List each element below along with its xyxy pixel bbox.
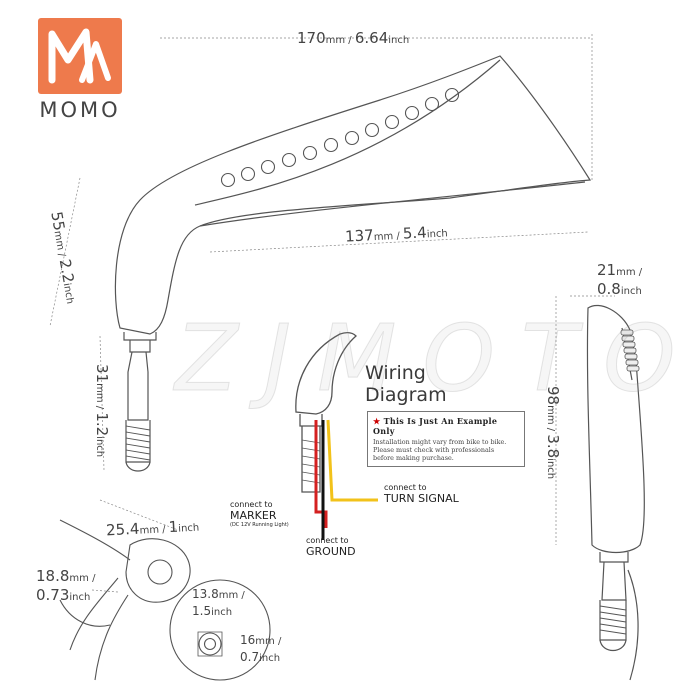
label-ground: connect to GROUND	[306, 536, 356, 558]
dim-mount-dia: 18.8mm / 0.73inch	[36, 567, 96, 604]
led-dot	[240, 166, 256, 182]
wire-marker	[314, 420, 328, 528]
label-turn-signal: connect to TURN SIGNAL	[384, 483, 459, 505]
stem-shaft	[127, 351, 149, 421]
led-dot	[444, 87, 460, 103]
led-dot	[281, 152, 297, 168]
dim-side-height: 98mm / 3.8inch	[544, 386, 562, 480]
led-dot	[424, 96, 440, 112]
star-icon: ★	[373, 416, 381, 426]
note-body: Installation might vary from bike to bik…	[373, 438, 507, 463]
clamp-ring	[125, 538, 191, 603]
stem-nut	[123, 332, 157, 341]
mirror-body-outline	[114, 55, 592, 335]
dim-stem-length: 31mm / 1.2inch	[93, 364, 111, 458]
nut-inner	[203, 637, 217, 651]
stem-thread	[125, 420, 151, 463]
led-dot	[302, 145, 318, 161]
nut-outer	[198, 632, 222, 656]
clamp-arm	[69, 577, 119, 651]
nut-square	[197, 631, 223, 657]
watermark-text: ZJMOTO	[175, 305, 700, 413]
dimension-lines	[49, 34, 615, 593]
led-dot	[260, 159, 276, 175]
wiring-title: Wiring Diagram	[365, 362, 447, 406]
led-dot	[220, 172, 236, 188]
side-led-stack	[620, 329, 640, 372]
stem-neck	[129, 340, 151, 353]
led-row	[220, 87, 460, 188]
stylized-m-icon	[48, 28, 111, 84]
wire-turn-signal	[326, 419, 378, 502]
nut-detail-circle	[169, 579, 271, 681]
dim-length-total: 170mm / 6.64inch	[297, 29, 410, 47]
note-title: ★ This Is Just An Example Only	[373, 416, 498, 436]
dim-nut-inner: 13.8mm / 1.5inch	[192, 587, 245, 618]
clamp-strap	[59, 599, 111, 627]
side-thread	[599, 600, 627, 641]
led-dot	[404, 105, 420, 121]
wires	[314, 419, 378, 540]
led-dot	[323, 137, 339, 153]
installation-note: ★ This Is Just An Example Only Installat…	[367, 411, 525, 467]
brand-name: MOMO	[39, 98, 121, 122]
nut-detail	[169, 579, 271, 681]
mount-clamp-view	[59, 519, 191, 681]
dim-nut-outer: 16mm / 0.7inch	[240, 633, 282, 664]
side-nut	[599, 552, 629, 563]
clamp-arm-2	[94, 594, 129, 681]
mirror-inner-edge	[194, 59, 501, 206]
side-thread-lines	[599, 605, 627, 635]
side-stem	[601, 561, 627, 601]
side-wire	[627, 569, 639, 681]
brand-logo	[38, 18, 122, 94]
clamp-hole	[147, 559, 173, 585]
dim-side-width: 21mm / 0.8inch	[597, 261, 643, 298]
stem-tip	[125, 461, 151, 472]
led-dot	[364, 122, 380, 138]
stem-thread-lines	[125, 425, 151, 461]
mirror-lower-edge	[199, 181, 586, 227]
led-dot	[384, 114, 400, 130]
side-tip	[599, 639, 627, 652]
led-dot	[344, 130, 360, 146]
label-marker: connect to MARKER (DC 12V Running Light)	[230, 500, 289, 528]
